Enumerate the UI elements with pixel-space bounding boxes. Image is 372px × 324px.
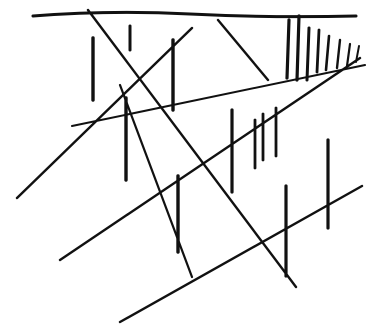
hatch-mark-3 xyxy=(307,28,309,80)
horizon-line xyxy=(33,12,356,16)
hatch-mark-1 xyxy=(287,20,289,78)
diagonal-stroke-2 xyxy=(218,20,268,80)
diagonal-stroke-6 xyxy=(120,186,362,322)
hatch-mark-2 xyxy=(297,16,299,80)
diagonal-stroke-5 xyxy=(60,58,360,260)
hatch-mark-6 xyxy=(337,40,340,68)
diagonal-stroke-1 xyxy=(88,10,296,287)
hatch-mark-5 xyxy=(326,36,329,70)
hatch-mark-7 xyxy=(347,44,350,66)
hatch-mark-4 xyxy=(317,30,319,72)
diagonal-stroke-7 xyxy=(72,65,365,126)
